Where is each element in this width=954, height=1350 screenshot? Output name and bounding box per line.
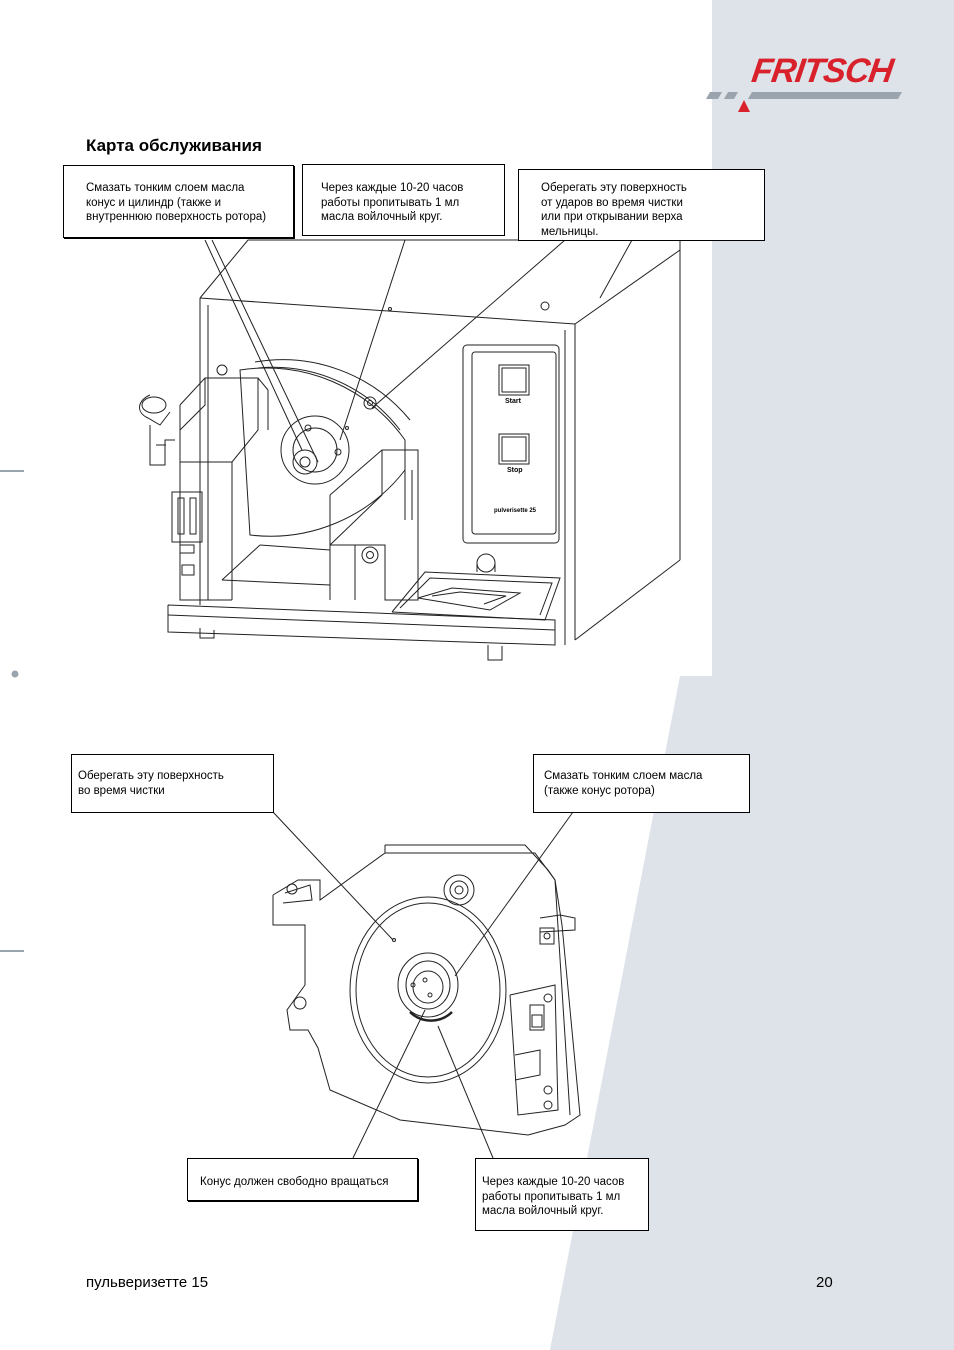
callout-cone-rotate-freely: Конус должен свободно вращаться — [187, 1158, 418, 1201]
callout-lubricate-rotor-cone: Смазать тонким слоем масла (также конус … — [533, 754, 750, 813]
page-number: 20 — [816, 1274, 833, 1291]
machine-front-drawing — [0, 0, 954, 700]
model-label: pulverisette 25 — [494, 508, 537, 514]
fritsch-logo: FRITSCH — [700, 52, 915, 114]
callout-felt-ring: Через каждые 10-20 часов работы пропитыв… — [302, 164, 505, 236]
stop-label: Stop — [507, 467, 523, 474]
start-label: Start — [505, 398, 521, 405]
page-title: Карта обслуживания — [86, 136, 262, 155]
callout-protect-surface: Оберегать эту поверхность от ударов во в… — [518, 169, 765, 241]
callout-felt-ring-bottom: Через каждые 10-20 часов работы пропитыв… — [475, 1158, 649, 1231]
callout-lubricate-cone: Смазать тонким слоем масла конус и цилин… — [63, 165, 294, 238]
callout-protect-during-cleaning: Оберегать эту поверхность во время чистк… — [71, 754, 274, 813]
footer-product: пульверизетте 15 — [86, 1274, 209, 1291]
